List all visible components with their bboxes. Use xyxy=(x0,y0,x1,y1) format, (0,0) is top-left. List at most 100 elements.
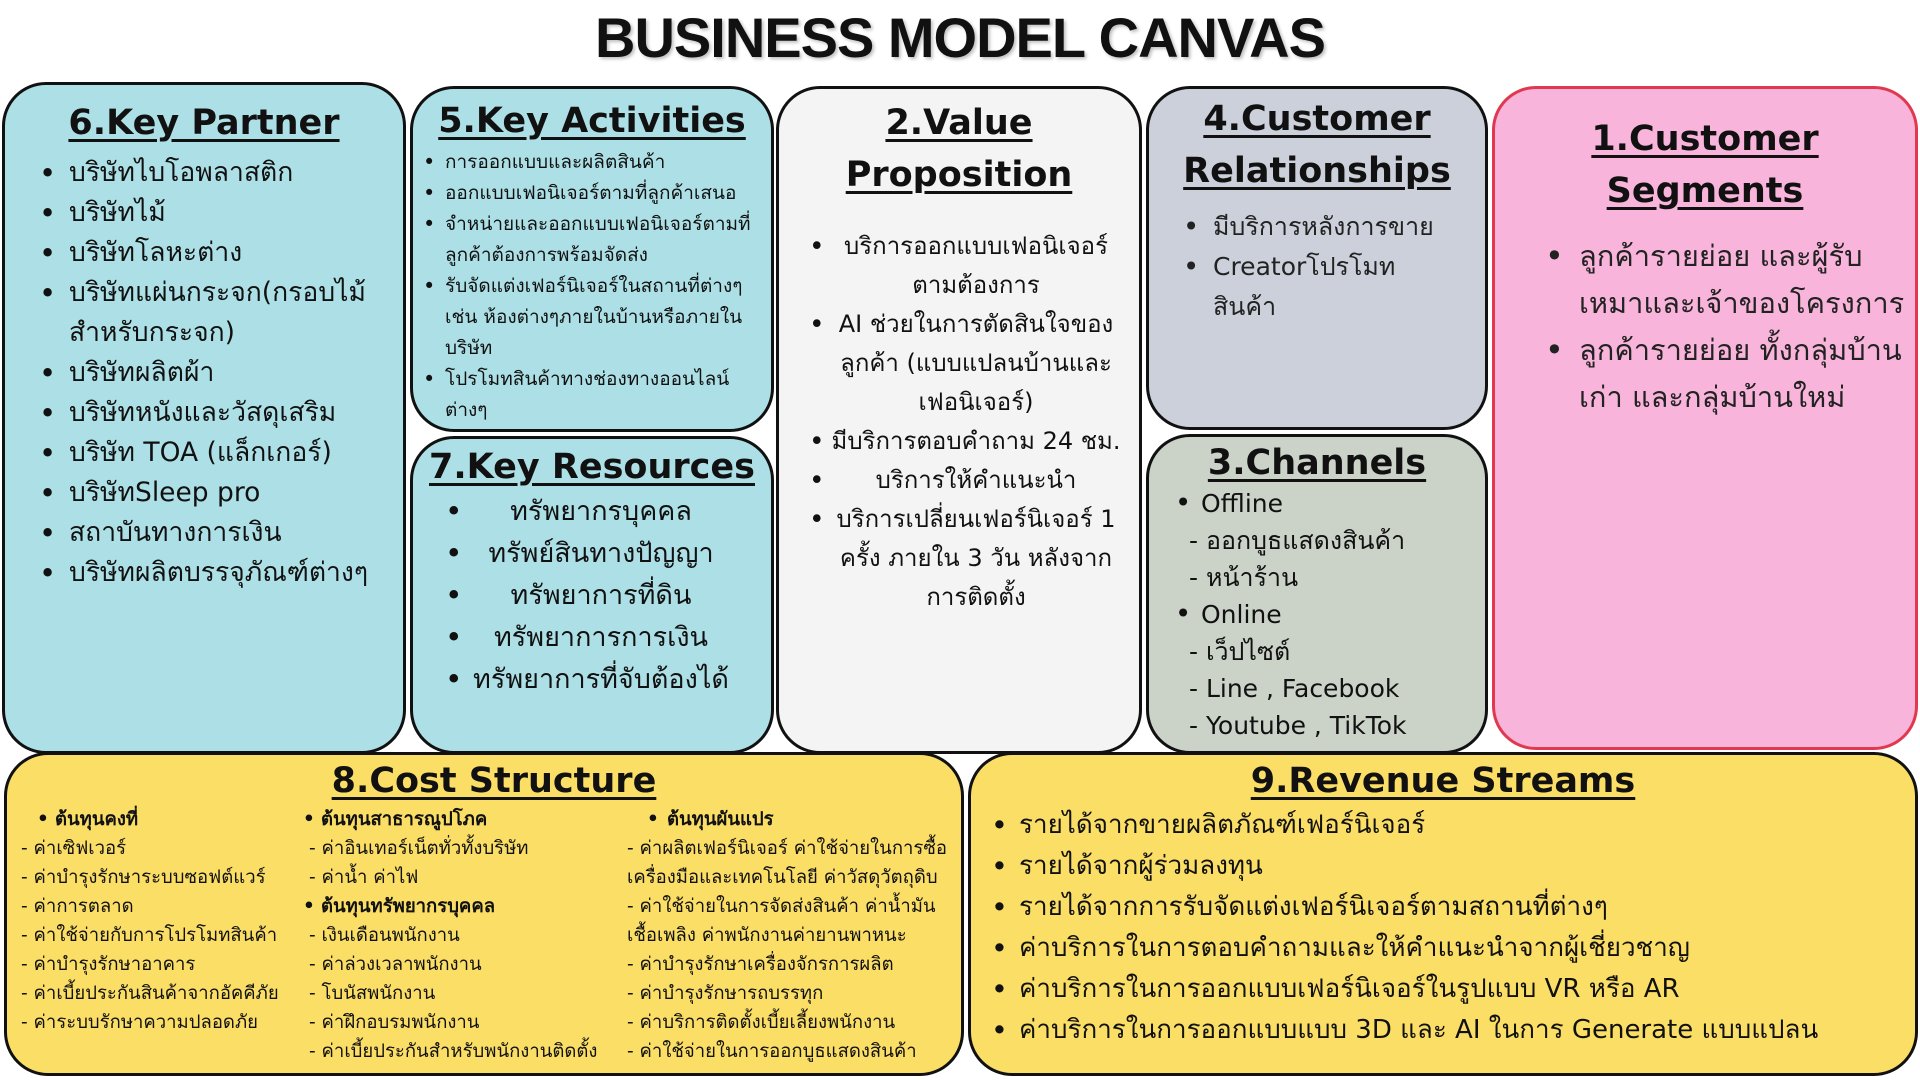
list-item: บริการให้คำแนะนำ xyxy=(809,461,1125,500)
key-resources-block: 7.Key Resources ทรัพยากรบุคคล ทรัพย์สินท… xyxy=(410,436,774,754)
heading-line: 4.Customer xyxy=(1203,99,1431,139)
key-partner-block: 6.Key Partner บริษัทไบโอพลาสติก บริษัทไม… xyxy=(2,82,406,754)
list-item: - ค่าเซิฟเวอร์ xyxy=(21,838,127,859)
channels-heading: 3.Channels xyxy=(1207,443,1427,483)
list-item: รายได้จากการรับจัดแต่งเฟอร์นิเจอร์ตามสถา… xyxy=(991,887,1915,928)
key-activities-block: 5.Key Activities การออกแบบและผลิตสินค้า … xyxy=(410,86,774,432)
list-item: บริษัทไม้ xyxy=(39,193,403,233)
list-item: - ค่าใช้จ่ายในการออกบูธแสดงสินค้า xyxy=(627,1041,917,1062)
list-item: - ค่าใช้จ่ายในการจัดส่งสินค้า ค่าน้ำมัน xyxy=(627,896,936,917)
customer-segments-list: ลูกค้ารายย่อย และผู้รับเหมาและเจ้าของโคร… xyxy=(1545,233,1915,421)
list-item: บริษัทผลิตบรรจุภัณฑ์ต่างๆ xyxy=(39,553,403,593)
cost-column-variable: ต้นทุนผันแปร - ค่าผลิตเฟอร์นิเจอร์ ค่าใช… xyxy=(627,805,961,1066)
list-item: - ค่าบำรุงรักษาระบบซอฟต์แวร์ xyxy=(21,867,266,888)
list-item: รายได้จากขายผลิตภัณฑ์เฟอร์นิเจอร์ xyxy=(991,805,1915,846)
revenue-streams-heading: 9.Revenue Streams xyxy=(1250,761,1636,801)
cost-column-utilities-human: ต้นทุนสาธารณูปโภค - ค่าอินเทอร์เน็ตทั่วท… xyxy=(299,805,629,1066)
list-item: - ค่าล่วงเวลาพนักงาน xyxy=(309,954,482,975)
list-item: ค่าบริการในการตอบคำถามและให้คำแนะนำจากผู… xyxy=(991,928,1915,969)
heading-line: Relationships xyxy=(1183,151,1451,191)
key-resources-heading: 7.Key Resources xyxy=(429,447,755,487)
list-item: - ค่าบำรุงรักษารถบรรทุก xyxy=(627,983,824,1004)
list-item: - ค่าฝึกอบรมพนักงาน xyxy=(309,1012,480,1033)
customer-segments-heading: 1.Customer Segments xyxy=(1495,113,1915,217)
heading-line: Proposition xyxy=(845,155,1073,195)
list-item: - เว็ปไซต์ xyxy=(1189,637,1291,666)
cost-group-heading: ต้นทุนคงที่ xyxy=(21,805,311,834)
list-item: ทรัพยาการที่จับต้องได้ xyxy=(445,659,747,701)
heading-line: 1.Customer xyxy=(1591,119,1819,159)
list-item: - ค่าเบี้ยประกันสำหรับพนักงานติดตั้ง xyxy=(309,1041,598,1062)
list-item: ทรัพยากรบุคคล xyxy=(445,491,747,533)
customer-relationships-list: มีบริการหลังการขาย Creatorโปรโมทสินค้า xyxy=(1183,207,1485,327)
list-item: สถาบันทางการเงิน xyxy=(39,513,403,553)
key-resources-list: ทรัพยากรบุคคล ทรัพย์สินทางปัญญา ทรัพยากา… xyxy=(445,491,771,701)
list-item: ค่าบริการในการออกแบบเฟอร์นิเจอร์ในรูปแบบ… xyxy=(991,969,1915,1010)
list-item: - ค่าเบี้ยประกันสินค้าจากอัคคีภัย xyxy=(21,983,279,1004)
list-item: ค่าบริการในการออกแบบแบบ 3D และ AI ในการ … xyxy=(991,1010,1915,1051)
cost-structure-heading: 8.Cost Structure xyxy=(331,761,657,801)
list-item: - ค่าระบบรักษาความปลอดภัย xyxy=(21,1012,258,1033)
list-item: - ค่าผลิตเฟอร์นิเจอร์ ค่าใช้จ่ายในการซื้… xyxy=(627,838,948,859)
list-item: - โบนัสพนักงาน xyxy=(309,983,436,1004)
list-item: มีบริการหลังการขาย xyxy=(1183,207,1485,247)
value-proposition-list: บริการออกแบบเฟอนิเจอร์ตามต้องการ AI ช่วย… xyxy=(809,227,1139,617)
list-item: บริการเปลี่ยนเฟอร์นิเจอร์ 1 ครั้ง ภายใน … xyxy=(809,500,1125,617)
list-item: - Line , Facebook xyxy=(1189,674,1400,703)
key-activities-heading: 5.Key Activities xyxy=(438,101,746,141)
list-item: ทรัพย์สินทางปัญญา xyxy=(445,533,747,575)
channel-group-online: Online xyxy=(1175,596,1485,633)
value-proposition-heading: 2.Value Proposition xyxy=(779,97,1139,201)
list-item: บริษัทแผ่นกระจก(กรอบไม้สำหรับกระจก) xyxy=(39,273,403,353)
list-item: เครื่องมือและเทคโนโลยี ค่าวัสดุวัตถุดิบ xyxy=(627,867,938,888)
list-item: บริการออกแบบเฟอนิเจอร์ตามต้องการ xyxy=(809,227,1125,305)
list-item: รับจัดแต่งเฟอร์นิเจอร์ในสถานที่ต่างๆ เช่… xyxy=(423,271,765,364)
list-item: บริษัท TOA (แล็กเกอร์) xyxy=(39,433,403,473)
customer-relationships-heading: 4.Customer Relationships xyxy=(1149,93,1485,197)
list-item: - เงินเดือนพนักงาน xyxy=(309,925,460,946)
cost-group-heading: ต้นทุนทรัพยากรบุคคล xyxy=(299,892,629,921)
revenue-streams-block: 9.Revenue Streams รายได้จากขายผลิตภัณฑ์เ… xyxy=(968,752,1918,1076)
list-item: - ค่าน้ำ ค่าไฟ xyxy=(309,867,419,888)
value-proposition-block: 2.Value Proposition บริการออกแบบเฟอนิเจอ… xyxy=(776,86,1142,754)
customer-segments-block: 1.Customer Segments ลูกค้ารายย่อย และผู้… xyxy=(1492,86,1918,750)
list-item: บริษัทSleep pro xyxy=(39,473,403,513)
list-item: บริษัทไบโอพลาสติก xyxy=(39,153,403,193)
list-item: บริษัทผลิตผ้า xyxy=(39,353,403,393)
list-item: - Youtube , TikTok xyxy=(1189,711,1407,740)
cost-group-heading: ต้นทุนสาธารณูปโภค xyxy=(299,805,629,834)
list-item: AI ช่วยในการตัดสินใจของลูกค้า (แบบแปลนบ้… xyxy=(809,305,1125,422)
list-item: จำหน่ายและออกแบบเฟอนิเจอร์ตามที่ลูกค้าต้… xyxy=(423,209,765,271)
heading-line: Segments xyxy=(1606,171,1804,211)
cost-structure-block: 8.Cost Structure ต้นทุนคงที่ - ค่าเซิฟเว… xyxy=(4,752,964,1076)
channels-block: 3.Channels Offline - ออกบูธแสดงสินค้า - … xyxy=(1146,434,1488,754)
list-item: รายได้จากผู้ร่วมลงทุน xyxy=(991,846,1915,887)
key-activities-list: การออกแบบและผลิตสินค้า ออกแบบเฟอนิเจอร์ต… xyxy=(423,147,771,426)
customer-relationships-block: 4.Customer Relationships มีบริการหลังการ… xyxy=(1146,86,1488,430)
list-item: ลูกค้ารายย่อย ทั้งกลุ่มบ้านเก่า และกลุ่ม… xyxy=(1545,327,1905,421)
list-item: โปรโมทสินค้าทางช่องทางออนไลน์ต่างๆ xyxy=(423,364,765,426)
key-partner-list: บริษัทไบโอพลาสติก บริษัทไม้ บริษัทโลหะต่… xyxy=(39,153,403,593)
list-item: - ออกบูธแสดงสินค้า xyxy=(1189,526,1406,555)
list-item: - ค่าการตลาด xyxy=(21,896,134,917)
list-item: - ค่าบำรุงรักษาเครื่องจักรการผลิต xyxy=(627,954,894,975)
list-item: ออกแบบเฟอนิเจอร์ตามที่ลูกค้าเสนอ xyxy=(423,178,765,209)
list-item: ทรัพยาการการเงิน xyxy=(445,617,747,659)
list-item: ทรัพยาการที่ดิน xyxy=(445,575,747,617)
heading-line: 2.Value xyxy=(885,103,1033,143)
list-item: - ค่าบำรุงรักษาอาคาร xyxy=(21,954,196,975)
revenue-streams-list: รายได้จากขายผลิตภัณฑ์เฟอร์นิเจอร์ รายได้… xyxy=(991,805,1915,1051)
list-item: การออกแบบและผลิตสินค้า xyxy=(423,147,765,178)
page-title: BUSINESS MODEL CANVAS xyxy=(595,6,1326,69)
list-item: - ค่าอินเทอร์เน็ตทั่วทั้งบริษัท xyxy=(309,838,529,859)
cost-group-heading: ต้นทุนผันแปร xyxy=(627,805,961,834)
channel-group-offline: Offline xyxy=(1175,485,1485,522)
cost-column-fixed: ต้นทุนคงที่ - ค่าเซิฟเวอร์ - ค่าบำรุงรัก… xyxy=(21,805,311,1037)
list-item: - หน้าร้าน xyxy=(1189,563,1299,592)
list-item: - ค่าบริการติดตั้งเบี้ยเลี้ยงพนักงาน xyxy=(627,1012,896,1033)
list-item: ลูกค้ารายย่อย และผู้รับเหมาและเจ้าของโคร… xyxy=(1545,233,1905,327)
list-item: บริษัทหนังและวัสดุเสริม xyxy=(39,393,403,433)
list-item: บริษัทโลหะต่าง xyxy=(39,233,403,273)
list-item: - ค่าใช้จ่ายกับการโปรโมทสินค้า xyxy=(21,925,278,946)
channels-list: Offline - ออกบูธแสดงสินค้า - หน้าร้าน On… xyxy=(1175,485,1485,744)
